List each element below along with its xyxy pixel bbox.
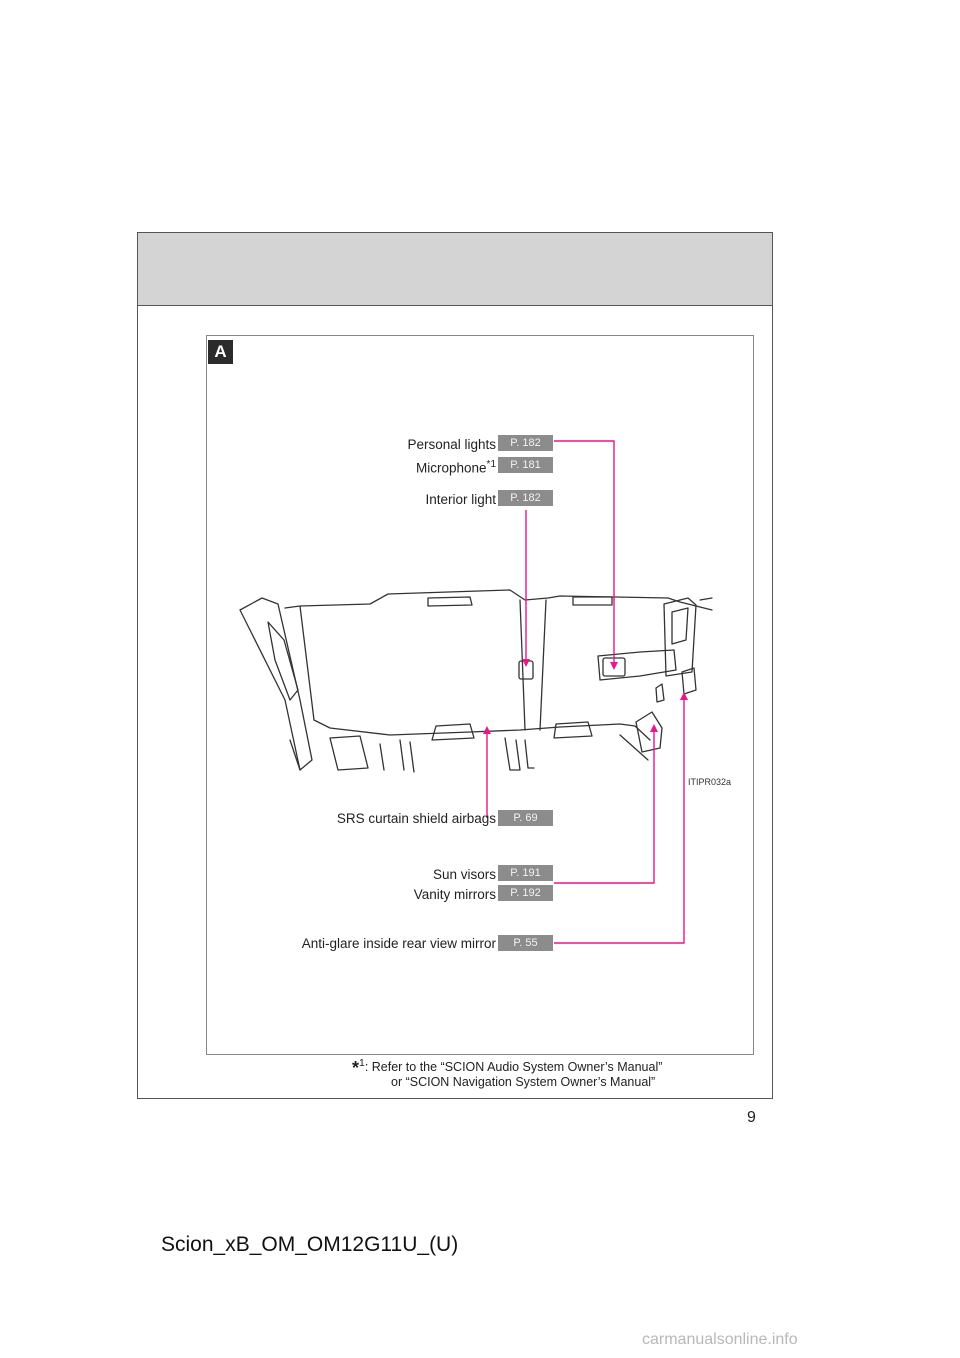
page-frame [137,232,773,1099]
rear-view-mirror-label: Anti-glare inside rear view mirror [301,936,496,951]
footnote-line-1: : Refer to the “SCION Audio System Owner… [364,1060,663,1075]
footnote-star: * [352,1058,360,1079]
srs-curtain-airbags-page-badge[interactable]: P. 69 [498,810,553,826]
srs-curtain-airbags-label: SRS curtain shield airbags [336,811,496,826]
document-id: Scion_xB_OM_OM12G11U_(U) [161,1233,459,1256]
interior-light-label: Interior light [425,492,496,507]
section-tag: A [208,340,233,364]
personal-lights-label: Personal lights [407,437,496,452]
image-code: ITIPR032a [688,777,732,787]
microphone-label: Microphone*1 [416,459,496,476]
footnote: *1: Refer to the “SCION Audio System Own… [352,1057,662,1089]
personal-lights-page-badge[interactable]: P. 182 [498,435,553,451]
interior-light-page-badge[interactable]: P. 182 [498,490,553,506]
sun-visors-label: Sun visors [432,867,496,882]
page-number: 9 [747,1109,756,1126]
header-band [138,233,772,306]
illustration-box [206,335,754,1055]
microphone-footnote-mark: *1 [486,459,496,470]
microphone-page-badge[interactable]: P. 181 [498,457,553,473]
vanity-mirrors-label: Vanity mirrors [413,887,496,902]
footnote-number: 1 [359,1058,365,1069]
rear-view-mirror-page-badge[interactable]: P. 55 [498,935,553,951]
footnote-line-2: or “SCION Navigation System Owner’s Manu… [391,1075,656,1090]
vanity-mirrors-page-badge[interactable]: P. 192 [498,885,553,901]
watermark: carmanualsonline.info [642,1331,798,1348]
sun-visors-page-badge[interactable]: P. 191 [498,865,553,881]
